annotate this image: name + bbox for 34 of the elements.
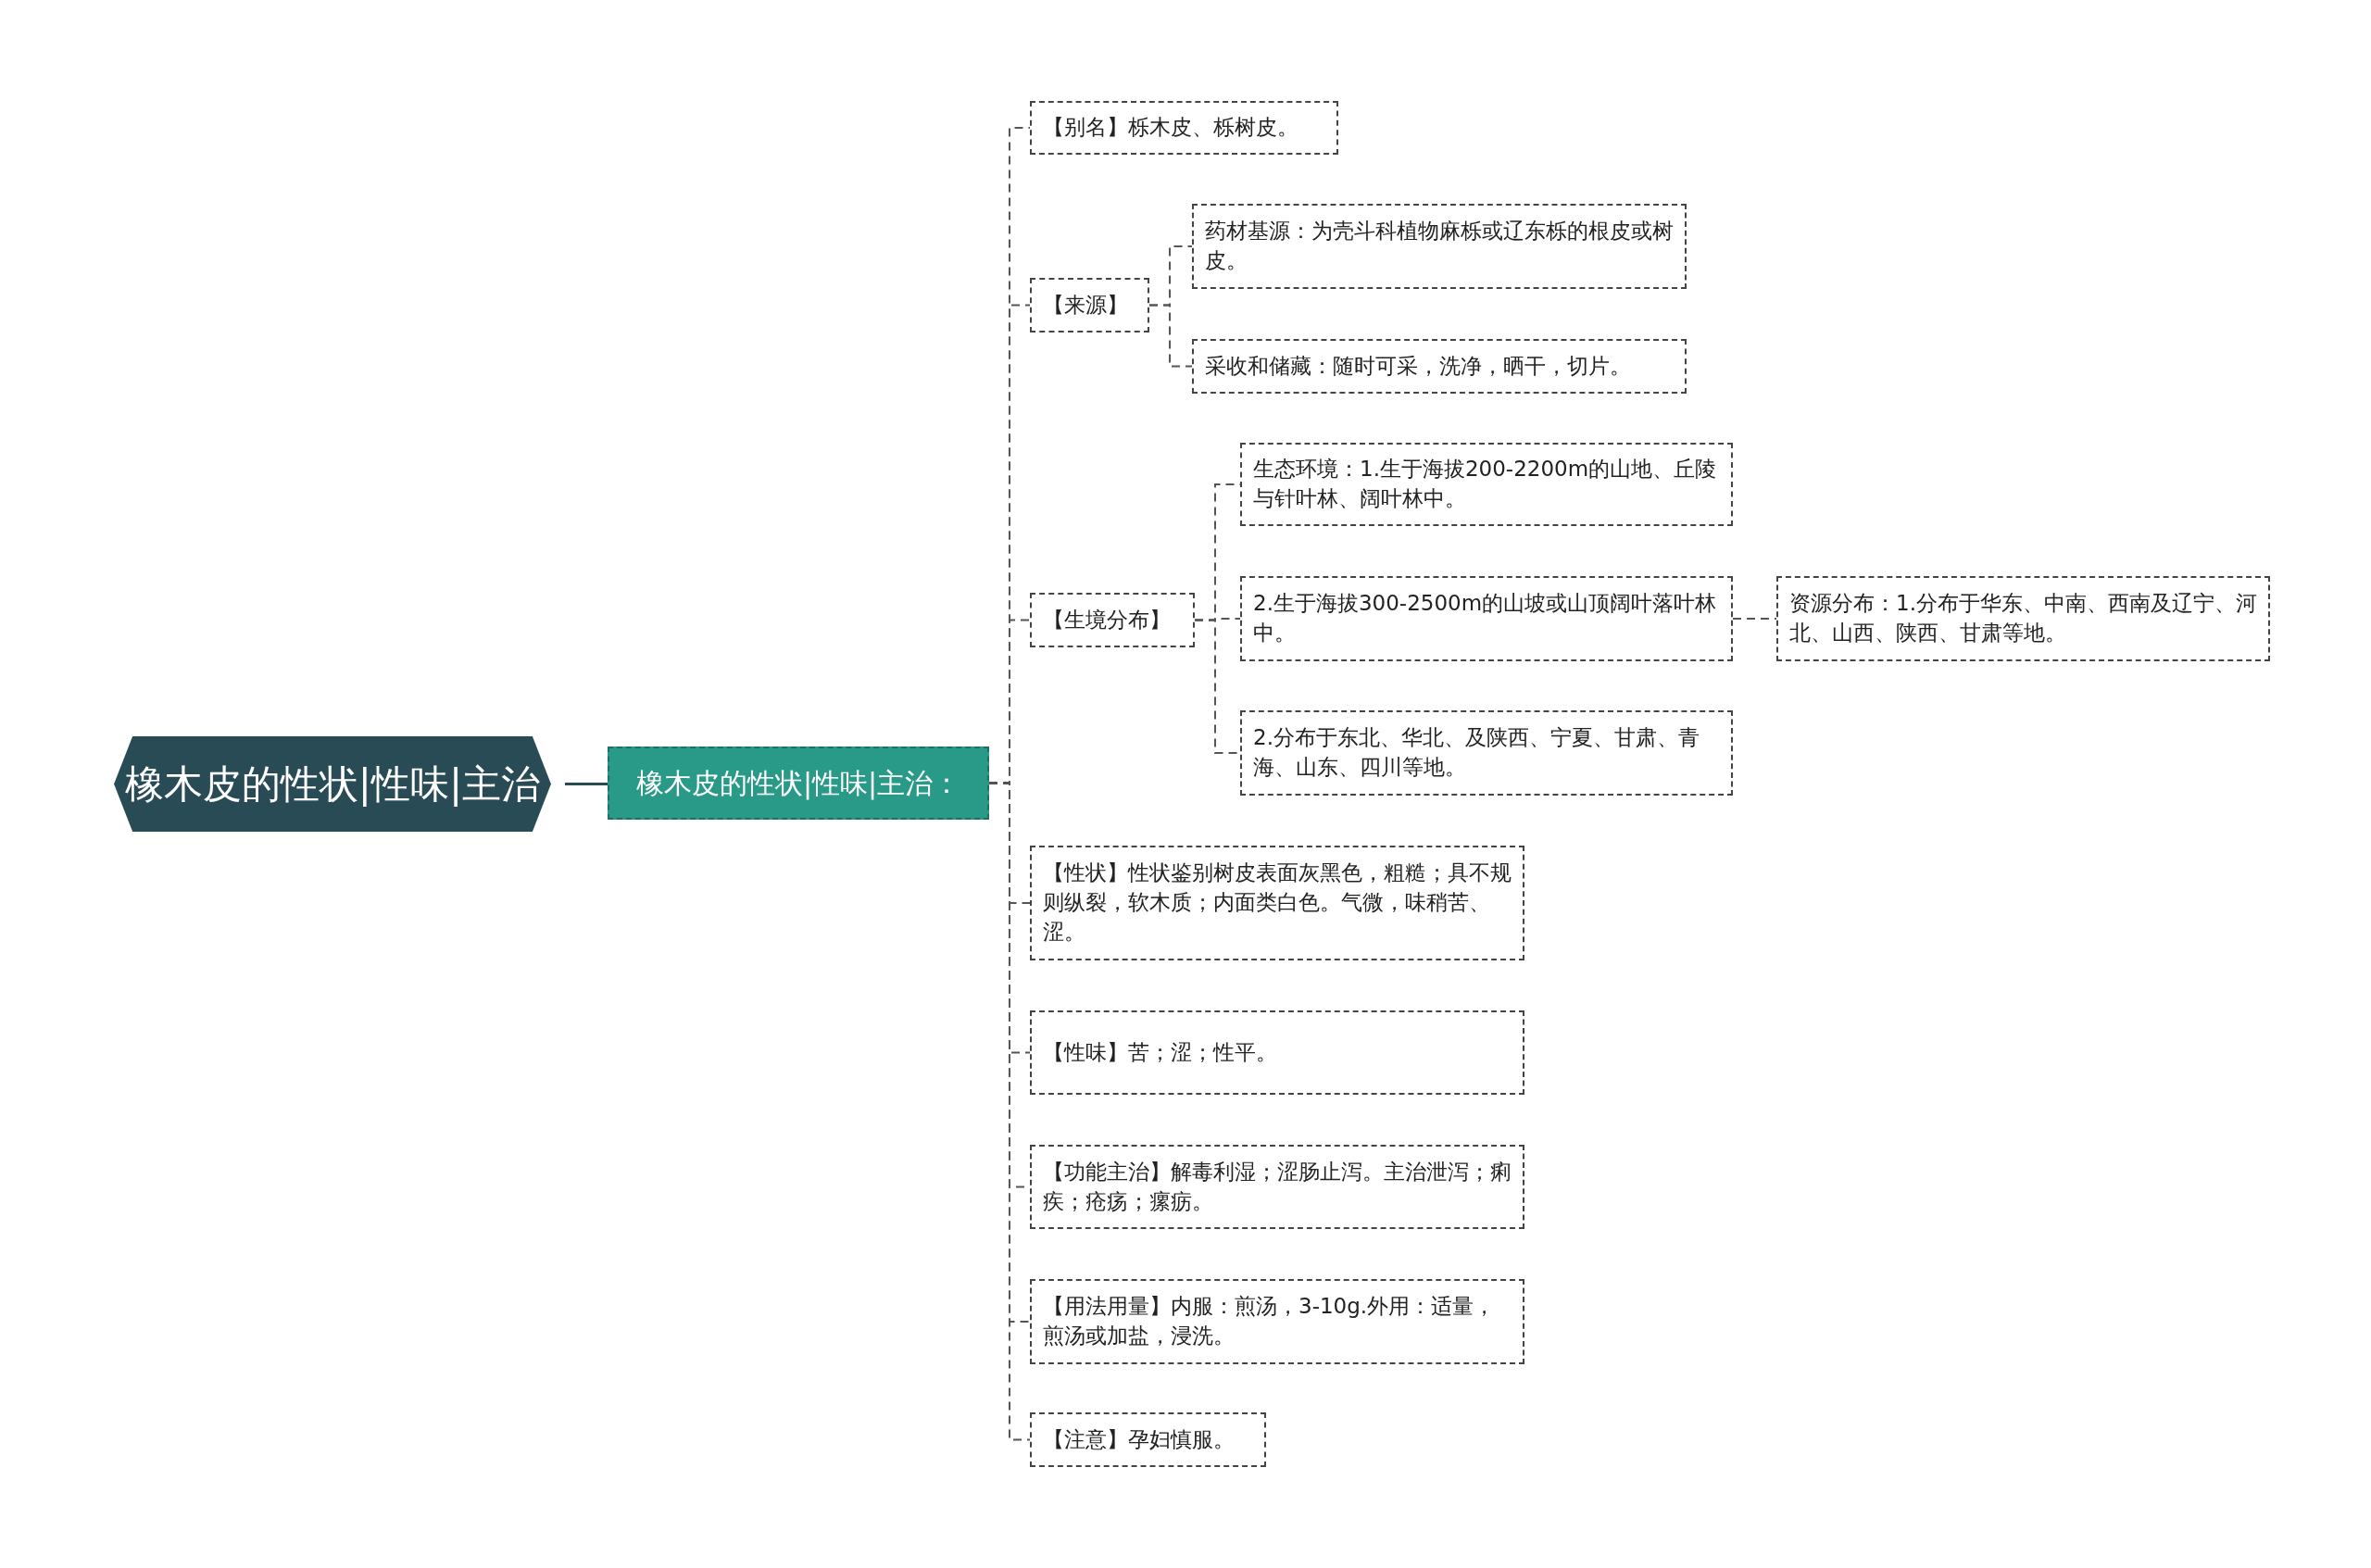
branch-box	[1192, 204, 1687, 289]
branch-text: 【性味】苦；涩；性平。	[1043, 1038, 1278, 1066]
branch-box	[1030, 1010, 1524, 1095]
branch-text: 【性状】性状鉴别树皮表面灰黑色，粗糙；具不规则纵裂，软木质；内面类白色。气微，味稍苦、涩。	[1043, 859, 1512, 946]
branch-box	[1240, 710, 1733, 796]
branch-text: 2.生于海拔300-2500m的山坡或山顶阔叶落叶林中。	[1253, 590, 1718, 646]
branch-text: 药材基源：为壳斗科植物麻栎或辽东栎的根皮或树皮。	[1205, 218, 1674, 274]
branch-text: 【别名】栎木皮、栎树皮。	[1043, 114, 1299, 142]
branch-text: 【来源】	[1043, 291, 1129, 319]
branch-box	[1240, 576, 1733, 661]
branch-box	[1030, 846, 1524, 960]
connector	[565, 782, 609, 785]
subtopic-box	[608, 746, 989, 820]
branch-box	[1030, 1412, 1266, 1467]
branch-text: 【功能主治】解毒利湿；涩肠止泻。主治泄泻；痢疾；疮疡；瘰疬。	[1043, 1158, 1512, 1215]
connector	[1732, 618, 1777, 620]
branch-box	[1030, 1145, 1524, 1229]
branch-text: 【注意】孕妇慎服。	[1043, 1425, 1236, 1453]
branch-text: 采收和储藏：随时可采，洗净，晒干，切片。	[1205, 352, 1632, 380]
branch-text: 生态环境：1.生于海拔200-2200m的山地、丘陵与针叶林、阔叶林中。	[1253, 456, 1718, 512]
branch-box	[1192, 339, 1687, 394]
branch-box	[1030, 278, 1149, 332]
branch-box	[1030, 1279, 1524, 1364]
connector	[1148, 304, 1193, 368]
branch-text: 【生境分布】	[1043, 606, 1172, 633]
topic-text: 橡木皮的性状|性味|主治	[124, 760, 541, 809]
branch-box	[1240, 443, 1733, 526]
branch-text: 2.分布于东北、华北、及陕西、宁夏、甘肃、青海、山东、四川等地。	[1253, 724, 1700, 781]
branch-text: 【用法用量】内服：煎汤，3-10g.外用：适量，煎汤或加盐，浸洗。	[1043, 1293, 1497, 1349]
branch-text: 资源分布：1.分布于华东、中南、西南及辽宁、河北、山西、陕西、甘肃等地。	[1789, 590, 2257, 646]
branch-box	[1776, 576, 2270, 661]
subtopic-text: 橡木皮的性状|性味|主治：	[635, 766, 961, 802]
branch-box	[1030, 593, 1195, 647]
branch-box	[1030, 101, 1338, 155]
